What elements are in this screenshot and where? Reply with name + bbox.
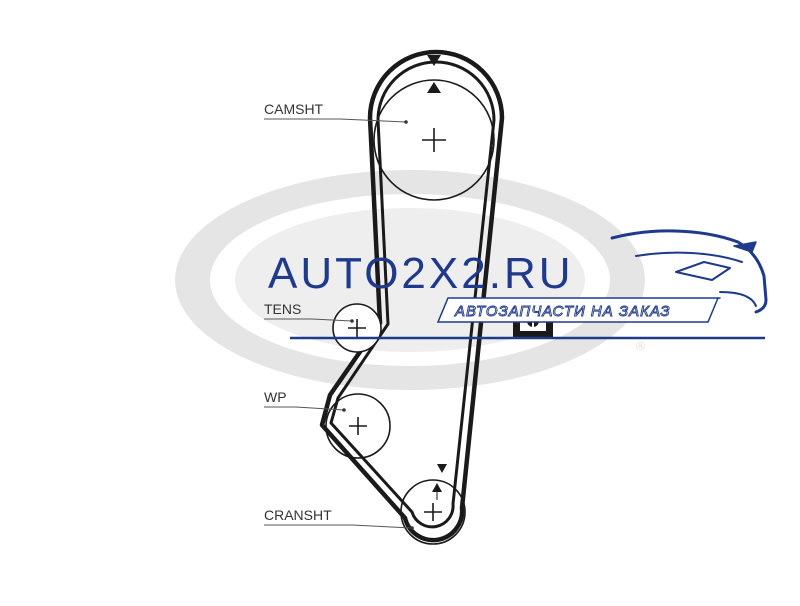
watermark-subtitle-text: АВТОЗАПЧАСТИ НА ЗАКАЗ (454, 303, 671, 320)
camshaft-timing-mark-icon (427, 55, 441, 66)
timing-belt (319, 49, 505, 543)
background-watermark-oval: ® (175, 170, 645, 390)
label-camshaft: CAMSHT (264, 101, 408, 124)
auto2x2-watermark: AUTO2X2.RU АВТОЗАПЧАСТИ НА ЗАКАЗ (268, 229, 768, 340)
label-camshaft-text: CAMSHT (264, 101, 324, 117)
registered-mark: ® (636, 339, 645, 353)
crankshaft-pulley (400, 464, 466, 545)
label-crankshaft: CRANSHT (264, 507, 414, 530)
water-pump-pulley (325, 393, 391, 459)
camshaft-pulley (373, 55, 495, 201)
camshaft-timing-arrow-icon (427, 82, 441, 93)
crankshaft-timing-mark-icon (437, 464, 447, 473)
crankshaft-timing-arrow-icon (432, 483, 442, 492)
tensioner-pulley (332, 303, 382, 353)
belt-outer-loop (319, 49, 505, 543)
watermark-subtitle-band (436, 297, 720, 323)
label-water-pump-text: WP (264, 389, 287, 405)
label-crankshaft-text: CRANSHT (264, 507, 332, 523)
belt-inner-loop (329, 60, 496, 529)
label-tensioner: TENS (264, 301, 354, 323)
label-water-pump: WP (264, 389, 346, 412)
car-silhouette-icon (610, 229, 768, 314)
label-tensioner-text: TENS (264, 301, 301, 317)
watermark-brand-text: AUTO2X2.RU (268, 249, 574, 298)
